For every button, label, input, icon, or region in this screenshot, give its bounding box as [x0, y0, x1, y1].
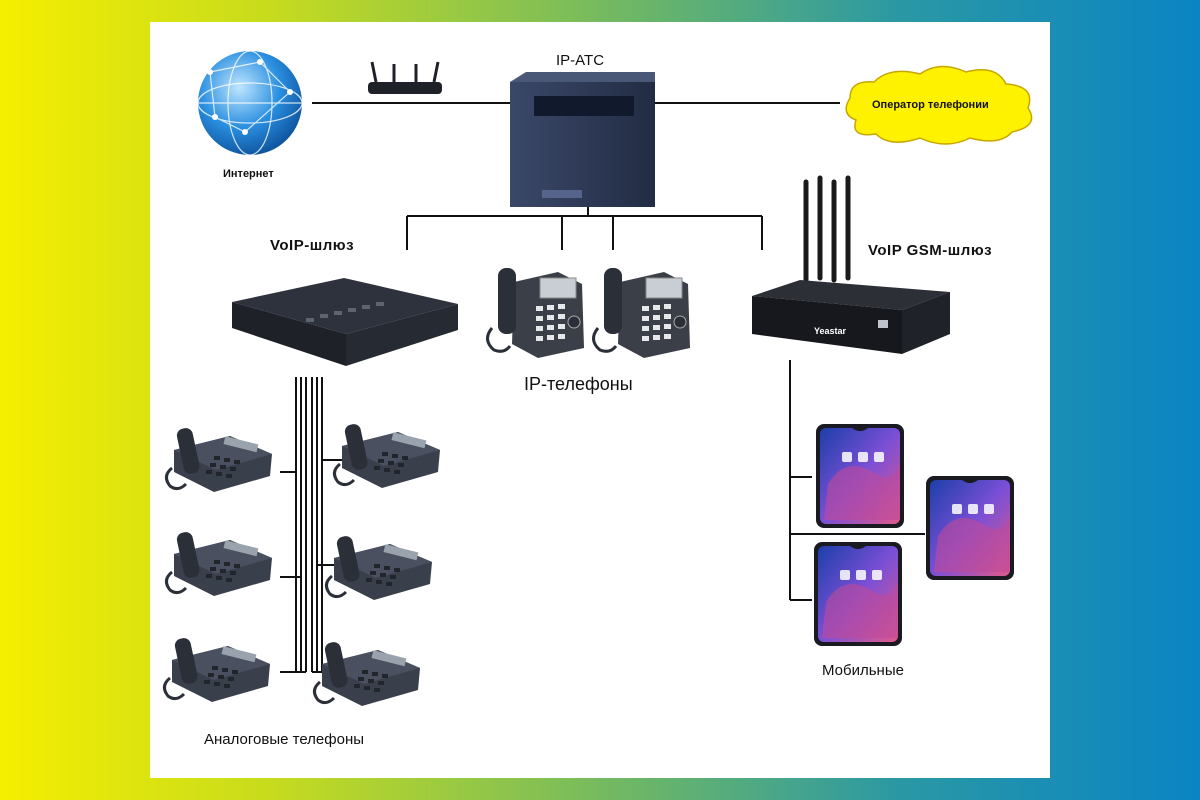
ip-pbx-cabinet-icon: [510, 72, 655, 207]
voip-gateway-label: VoIP-шлюз: [270, 237, 355, 254]
analog-phone-2-icon: [332, 421, 442, 490]
ip-phone-1-icon: [485, 266, 586, 360]
analog-phone-5-icon: [162, 635, 272, 704]
gsm-brand-text: Yeastar: [814, 326, 847, 336]
internet-label: Интернет: [223, 168, 274, 180]
operator-cloud-icon: [845, 65, 1033, 145]
network-diagram: Yeastar Интернет IP-ATC Оператор телефон…: [150, 22, 1050, 778]
mobiles-label: Мобильные: [822, 662, 904, 679]
gsm-gateway-label: VoIP GSM-шлюз: [868, 242, 993, 259]
connection-lines: [280, 102, 925, 673]
analog-phone-3-icon: [164, 529, 274, 598]
mobile-phone-1-icon: [816, 424, 904, 528]
ip-pbx-label: IP-ATC: [556, 52, 605, 69]
router-icon: [368, 61, 442, 94]
analog-phone-1-icon: [164, 425, 274, 494]
ip-phone-2-icon: [591, 266, 692, 360]
diagram-canvas: Yeastar: [162, 50, 1033, 708]
operator-label: Оператор телефонии: [872, 99, 989, 111]
analog-phones-label: Аналоговые телефоны: [204, 731, 365, 748]
ip-phones-label: IP-телефоны: [524, 374, 633, 394]
internet-globe-icon: [197, 50, 303, 156]
mobile-phone-2-icon: [926, 476, 1014, 580]
analog-phone-6-icon: [312, 639, 422, 708]
mobile-phone-3-icon: [814, 542, 902, 646]
analog-phone-4-icon: [324, 533, 434, 602]
gsm-gateway-device-icon: [752, 175, 950, 354]
voip-gateway-device-icon: [232, 278, 458, 366]
